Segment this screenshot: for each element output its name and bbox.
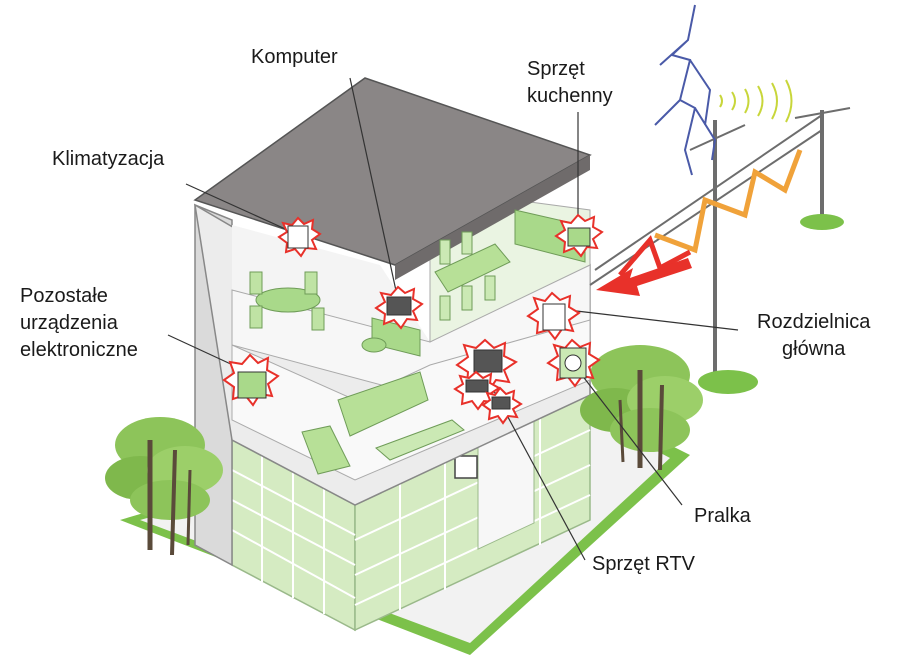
dining-chairs	[439, 231, 496, 321]
label-pralka: Pralka	[694, 505, 751, 527]
label-sprzet-rtv: Sprzęt RTV	[592, 553, 695, 575]
klimatyzacja-surge-marker	[277, 216, 322, 258]
radio-waves	[719, 79, 793, 123]
label-sprzet-kuchenny: Sprzęt kuchenny	[527, 58, 613, 107]
pralka-surge-marker	[546, 338, 601, 388]
pozostale-surge-marker	[222, 353, 280, 407]
pole-far-grass	[800, 214, 844, 230]
sofa	[337, 371, 429, 437]
label-pozostale-urzadzenia: Pozostałe urządzenia elektroniczne	[20, 285, 138, 361]
lightning-bolt	[654, 4, 717, 176]
glass-grid	[231, 418, 591, 614]
rtv-floor-surge-marker	[481, 386, 523, 425]
vent-grille	[454, 455, 478, 479]
second-floor-interior	[232, 225, 430, 342]
chairs	[249, 271, 325, 331]
label-komputer: Komputer	[251, 46, 338, 68]
tree-right	[580, 345, 703, 471]
surge-zigzag	[654, 149, 803, 254]
label-klimatyzacja: Klimatyzacja	[52, 148, 165, 170]
tree-left	[105, 417, 223, 556]
armchair	[301, 425, 351, 475]
rozdzielnica-surge-marker	[526, 291, 581, 341]
label-rozdzielnica-glowna: Rozdzielnica główna	[757, 311, 871, 360]
pole-near-grass	[698, 370, 758, 394]
round-table	[255, 287, 321, 313]
kuchenny-surge-marker	[554, 213, 604, 258]
surge-arrow	[596, 258, 692, 296]
dining-table	[434, 243, 511, 293]
surge-zigzag-red	[618, 235, 692, 277]
komputer-surge-marker	[374, 285, 424, 330]
office-chair	[361, 337, 387, 353]
coffee-table	[375, 419, 465, 461]
rtv-small-surge-marker	[453, 370, 501, 411]
